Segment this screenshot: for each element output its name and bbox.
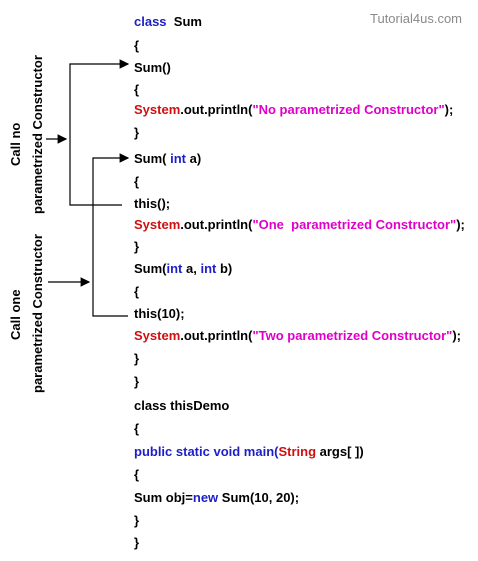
code-token: public static void main( [134,444,279,459]
code-token: int [200,261,217,276]
code-token: { [134,421,140,436]
code-line: } [134,239,139,255]
code-token: "No parametrized Constructor" [252,102,445,117]
code-token: { [134,467,140,482]
code-line: this(); [134,196,170,212]
code-token: } [134,374,140,389]
code-line: Sum obj=new Sum(10, 20); [134,490,299,506]
code-line: class Sum [134,14,202,30]
code-line: { [134,284,139,300]
code-line: Sum( int a) [134,151,201,167]
code-line: } [134,351,139,367]
arrow-this10-to-sum-onearg [92,153,130,317]
code-token: System [134,217,181,232]
code-token: Sum() [134,60,171,75]
code-token: Sum( [134,151,171,166]
code-token: Sum( [134,261,167,276]
code-line: Sum() [134,60,171,76]
code-token: { [134,38,140,53]
code-line: public static void main(String args[ ]) [134,444,364,460]
code-line: this(10); [134,306,185,322]
code-token: } [134,535,140,550]
code-token: Sum [166,14,202,29]
code-line: } [134,125,139,141]
code-token: args[ ]) [316,444,364,459]
code-token: { [134,284,140,299]
code-line: { [134,421,139,437]
code-token: "Two parametrized Constructor" [252,328,453,343]
code-line: { [134,82,139,98]
code-token: } [134,351,140,366]
code-token: { [134,174,140,189]
code-line: System.out.println("No parametrized Cons… [134,102,453,118]
code-line: { [134,38,139,54]
code-token: } [134,125,140,140]
code-line: { [134,174,139,190]
code-token: ); [456,217,465,232]
code-token: class thisDemo [134,398,230,413]
code-line: } [134,513,139,529]
code-line: class thisDemo [134,398,229,414]
code-token: ); [444,102,454,117]
code-token: b) [216,261,233,276]
code-line: System.out.println("One parametrized Con… [134,217,465,233]
code-token: Sum obj= [134,490,193,505]
code-token: } [134,513,140,528]
arrow-this-to-sum-noarg [69,59,130,206]
code-line: Sum(int a, int b) [134,261,232,277]
watermark: Tutorial4us.com [370,11,462,26]
code-token: ); [452,328,462,343]
code-token: int [170,151,187,166]
code-line: System.out.println("Two parametrized Con… [134,328,461,344]
code-token: a, [182,261,201,276]
code-token: .out.println( [180,102,253,117]
code-token: } [134,239,140,254]
code-line: { [134,467,139,483]
code-token: class [134,14,167,29]
code-token: this(10); [134,306,185,321]
code-token: this(); [134,196,171,211]
code-token: { [134,82,140,97]
code-token: Sum(10, 20); [218,490,300,505]
code-token: a) [186,151,202,166]
code-token: String [278,444,317,459]
code-token: .out.println( [180,328,253,343]
code-token: System [134,328,181,343]
code-line: } [134,535,139,551]
code-token: int [166,261,183,276]
code-token: "One parametrized Constructor" [252,217,457,232]
code-token: System [134,102,181,117]
code-token: new [192,490,219,505]
code-token: .out.println( [180,217,253,232]
code-line: } [134,374,139,390]
